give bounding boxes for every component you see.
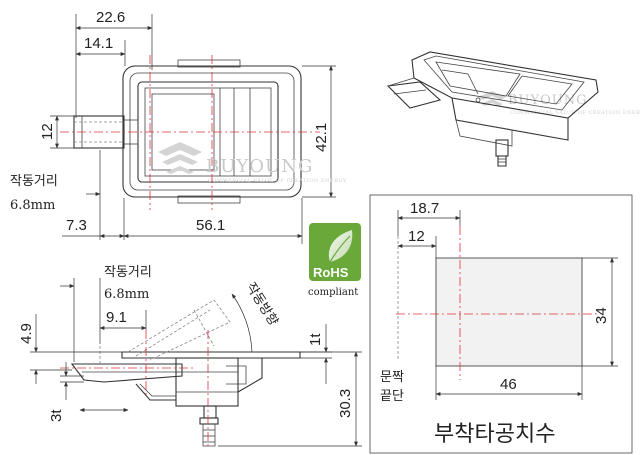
dim-7-3: 7.3 xyxy=(66,217,87,234)
watermark-tagline-right: COMMERCIAL VALUE OF CREATION ENERGY xyxy=(510,110,640,116)
dim-14-1: 14.1 xyxy=(84,35,113,52)
cutout-dim-12: 12 xyxy=(408,228,425,245)
dim-12-bolt: 12 xyxy=(39,123,56,140)
door-edge-label-1: 문짝 xyxy=(380,370,404,385)
rohs-compliant: compliant xyxy=(308,287,358,298)
door-edge-label-2: 끝단 xyxy=(380,389,404,404)
dim-4-9: 4.9 xyxy=(18,323,35,344)
watermark-brand: BUYOUNG xyxy=(206,156,313,177)
watermark-brand-right: BUYOUNG xyxy=(508,93,587,108)
top-flange-tab xyxy=(177,59,241,68)
rohs-badge: RoHS compliant xyxy=(308,223,361,298)
cutout-rect xyxy=(435,257,583,367)
cutout-dim-46: 46 xyxy=(500,376,517,393)
cutout-panel: 18.7 12 34 46 문짝 끝단 부착타공치수 xyxy=(369,194,633,454)
dim-3t: 3t xyxy=(48,409,65,422)
cutout-dim-18-7: 18.7 xyxy=(410,200,439,217)
dim-1t: 1t xyxy=(307,333,324,346)
top-stroke-label: 작동거리 xyxy=(10,174,58,189)
watermark-right: BUYOUNG COMMERCIAL VALUE OF CREATION ENE… xyxy=(478,91,640,116)
top-stroke-value: 6.8mm xyxy=(10,198,55,213)
side-direction-label: 작동방향 xyxy=(243,280,281,329)
bottom-flange-tab xyxy=(177,195,241,204)
isometric-view xyxy=(386,51,599,167)
watermark-tagline: COMMERCIAL VALUE OF CREATION ENERGY xyxy=(208,178,347,184)
rohs-label: RoHS xyxy=(313,265,349,280)
dim-42-1: 42.1 xyxy=(313,123,330,152)
cutout-title: 부착타공치수 xyxy=(434,422,555,447)
dim-9-1: 9.1 xyxy=(106,309,127,326)
side-stroke-label: 작동거리 xyxy=(104,265,152,280)
top-view: 22.6 14.1 12 42.1 작동거리 6.8mm 7.3 56.1 xyxy=(10,9,336,244)
dim-56-1: 56.1 xyxy=(196,217,225,234)
side-stroke-value: 6.8mm xyxy=(104,287,149,302)
cutout-dim-34: 34 xyxy=(593,307,610,324)
dim-30-3: 30.3 xyxy=(337,389,354,418)
side-housing xyxy=(175,357,239,407)
dim-22-6: 22.6 xyxy=(96,9,125,26)
watermark-left: BUYOUNG COMMERCIAL VALUE OF CREATION ENE… xyxy=(158,142,347,184)
